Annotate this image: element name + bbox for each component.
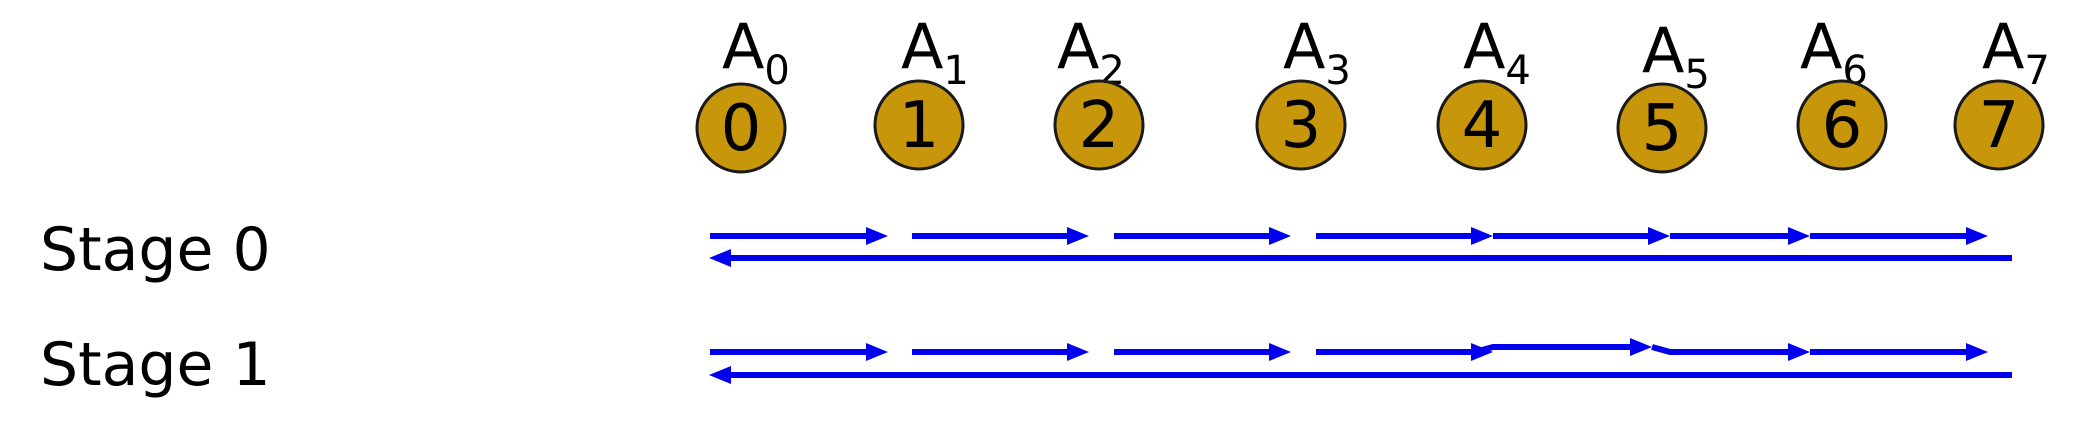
node-4: A4 4 bbox=[1436, 10, 1531, 171]
stage-1-arrow-4-5 bbox=[1474, 344, 1634, 355]
stage-label-1: Stage 1 bbox=[40, 330, 271, 400]
stage-1-arrowhead-1-2 bbox=[1067, 343, 1089, 361]
node-0-circle bbox=[695, 82, 787, 174]
stage-0-arrowhead-1-2 bbox=[1067, 227, 1089, 245]
node-1-label: A bbox=[901, 10, 943, 83]
node-0-sub: 0 bbox=[764, 48, 789, 94]
stage-0-arrowhead-4-5 bbox=[1648, 227, 1670, 245]
stage-1-forward-arrows bbox=[710, 338, 1988, 361]
node-2: A2 2 bbox=[1053, 10, 1145, 171]
node-1-number: 1 bbox=[899, 89, 940, 163]
stage-1-return-head bbox=[709, 366, 731, 384]
node-2-number: 2 bbox=[1079, 89, 1120, 163]
node-6-number: 6 bbox=[1822, 89, 1863, 163]
svg-text:A1: A1 bbox=[901, 10, 969, 94]
node-1-sub: 1 bbox=[943, 48, 968, 94]
svg-text:A0: A0 bbox=[722, 10, 790, 94]
node-1-circle bbox=[873, 79, 965, 171]
stage-0-forward-arrows bbox=[710, 227, 1988, 245]
node-7-label: A bbox=[1982, 10, 2024, 83]
node-3-label: A bbox=[1283, 10, 1325, 83]
stage-label-0: Stage 0 bbox=[40, 215, 271, 285]
node-6-label: A bbox=[1800, 10, 1842, 83]
node-0: A0 0 bbox=[695, 10, 790, 174]
stage-0-return-head bbox=[709, 249, 731, 267]
stage-1-arrowhead-2-3 bbox=[1269, 343, 1291, 361]
node-3-number: 3 bbox=[1281, 89, 1322, 163]
node-7-number: 7 bbox=[1979, 89, 2020, 163]
node-3: A3 3 bbox=[1255, 10, 1351, 171]
svg-text:A7: A7 bbox=[1982, 10, 2050, 94]
stage-1-arrowhead-4-5 bbox=[1630, 338, 1652, 356]
stage-0-arrowhead-5-6 bbox=[1788, 227, 1810, 245]
node-5-number: 5 bbox=[1642, 92, 1683, 166]
stage-1-arrowhead-5-6 bbox=[1788, 343, 1810, 361]
svg-text:A3: A3 bbox=[1283, 10, 1351, 94]
node-2-circle bbox=[1053, 79, 1145, 171]
stage-1-return-arrow bbox=[709, 366, 2012, 384]
node-0-number: 0 bbox=[721, 92, 762, 166]
node-1: A1 1 bbox=[873, 10, 969, 171]
node-7-circle bbox=[1953, 79, 2045, 171]
svg-text:A4: A4 bbox=[1463, 10, 1531, 94]
node-3-circle bbox=[1255, 79, 1347, 171]
node-2-label: A bbox=[1057, 10, 1099, 83]
stage-1-arrowhead-6-7 bbox=[1966, 343, 1988, 361]
stage-0-arrowhead-3-4 bbox=[1471, 227, 1493, 245]
stage-0-return-arrow bbox=[709, 249, 2012, 267]
stage-0-arrowhead-2-3 bbox=[1269, 227, 1291, 245]
node-5-sub: 5 bbox=[1684, 52, 1709, 98]
node-7-sub: 7 bbox=[2024, 48, 2049, 94]
node-4-number: 4 bbox=[1462, 89, 1503, 163]
stage-1-arrow-5-6 bbox=[1651, 344, 1792, 355]
node-3-sub: 3 bbox=[1325, 48, 1350, 94]
svg-text:A2: A2 bbox=[1057, 10, 1125, 94]
node-5-circle bbox=[1616, 82, 1708, 174]
node-4-label: A bbox=[1463, 10, 1505, 83]
node-7: A7 7 bbox=[1953, 10, 2050, 171]
node-6-circle bbox=[1796, 79, 1888, 171]
stage-0-arrowhead-6-7 bbox=[1966, 227, 1988, 245]
node-5: A5 5 bbox=[1616, 14, 1710, 174]
node-6: A6 6 bbox=[1796, 10, 1888, 171]
svg-text:A5: A5 bbox=[1642, 14, 1710, 98]
stage-0-arrowhead-0-1 bbox=[866, 227, 888, 245]
node-5-label: A bbox=[1642, 14, 1684, 87]
node-4-sub: 4 bbox=[1505, 48, 1530, 94]
node-0-label: A bbox=[722, 10, 764, 83]
node-4-circle bbox=[1436, 79, 1528, 171]
stage-1-arrowhead-0-1 bbox=[866, 343, 888, 361]
